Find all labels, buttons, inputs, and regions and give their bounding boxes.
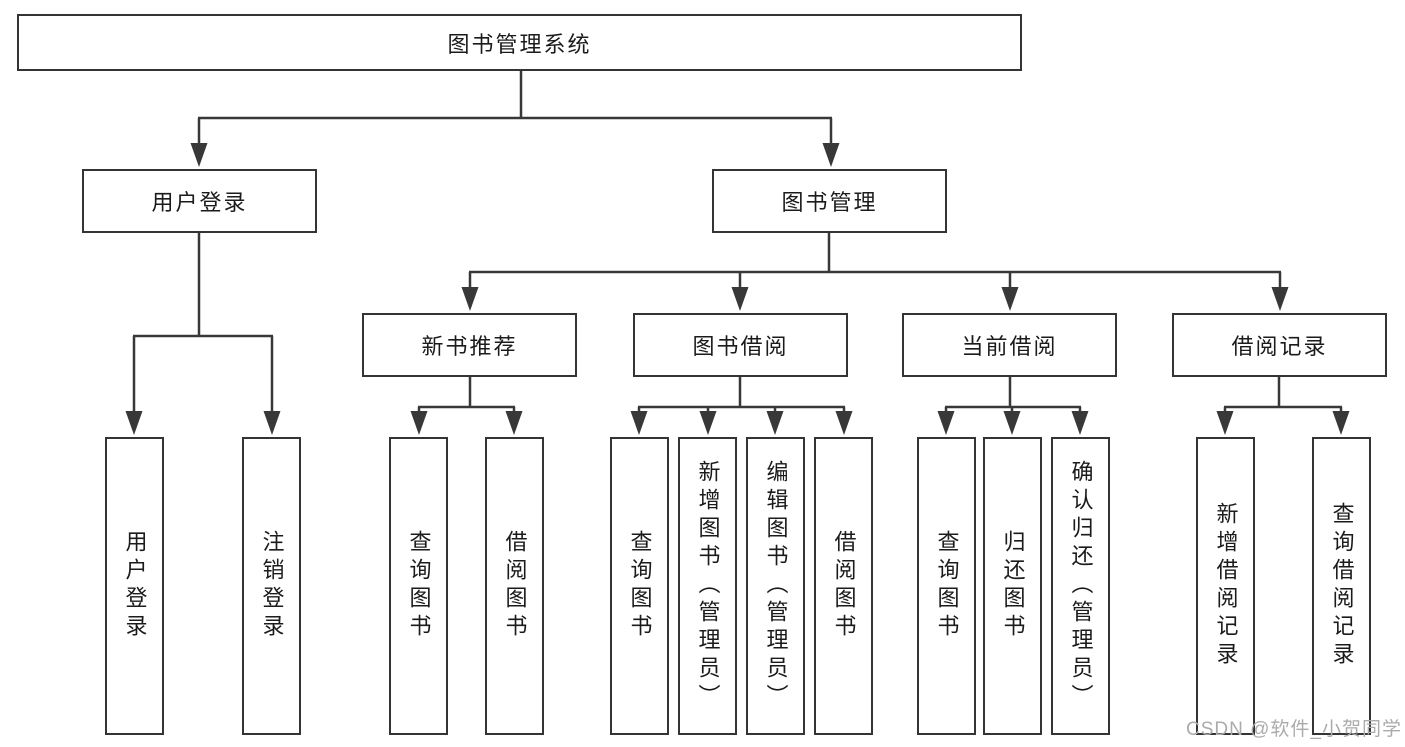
leaf-edit-books-admin: 编辑图书（管理员）	[746, 437, 805, 735]
arrowhead-icons	[125, 143, 1350, 435]
leaf-add-books-admin: 新增图书（管理员）	[678, 437, 737, 735]
connector-paths	[132, 71, 1343, 414]
node-current-borrowing: 当前借阅	[902, 313, 1117, 377]
node-new-book-recommendation: 新书推荐	[362, 313, 577, 377]
leaf-current-query-books: 查询图书	[917, 437, 976, 735]
node-user-login: 用户登录	[82, 169, 317, 233]
node-book-management: 图书管理	[712, 169, 947, 233]
csdn-watermark: CSDN @软件_小贺同学	[1186, 719, 1402, 740]
leaf-logout: 注销登录	[242, 437, 301, 735]
leaf-borrowing-query-books: 查询图书	[610, 437, 669, 735]
leaf-return-books: 归还图书	[983, 437, 1042, 735]
leaf-borrow-books: 借阅图书	[814, 437, 873, 735]
node-borrowing-records: 借阅记录	[1172, 313, 1387, 377]
leaf-query-borrow-record: 查询借阅记录	[1312, 437, 1371, 735]
node-book-borrowing: 图书借阅	[633, 313, 848, 377]
leaf-add-borrow-record: 新增借阅记录	[1196, 437, 1255, 735]
leaf-recommend-borrow-books: 借阅图书	[485, 437, 544, 735]
leaf-user-login: 用户登录	[105, 437, 164, 735]
leaf-recommend-query-books: 查询图书	[389, 437, 448, 735]
leaf-confirm-return-admin: 确认归还（管理员）	[1051, 437, 1110, 735]
node-library-management-system: 图书管理系统	[17, 14, 1022, 71]
